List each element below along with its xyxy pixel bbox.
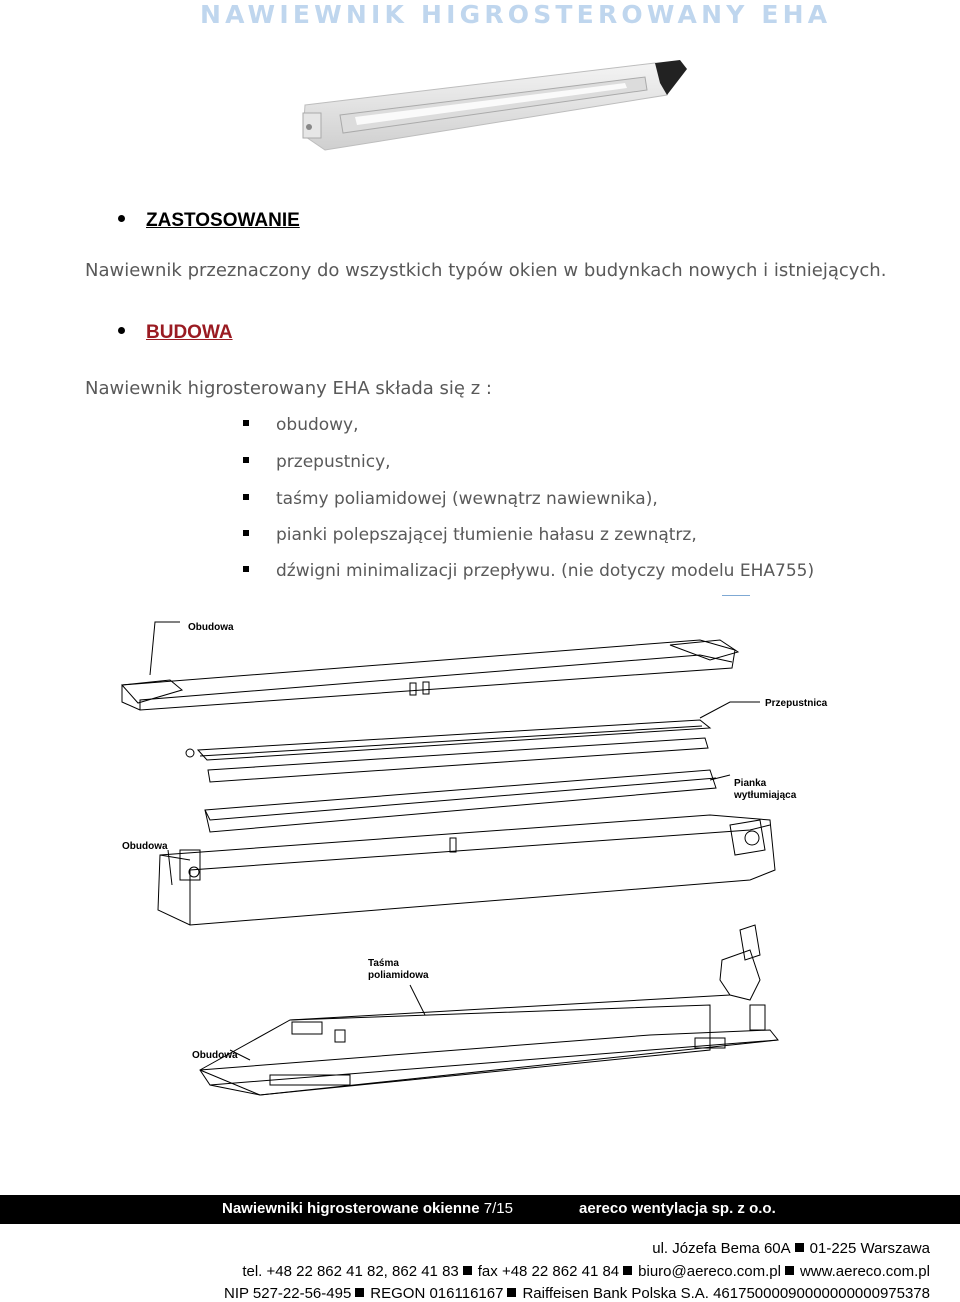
page-number: 7/15	[483, 1200, 513, 1217]
section-budowa-heading: BUDOWA	[118, 322, 233, 344]
list-item: dźwigni minimalizacji przepływu. (nie do…	[243, 561, 814, 581]
separator-square	[794, 1242, 804, 1252]
bullet-dot	[118, 215, 125, 223]
section-zastosowanie-heading: ZASTOSOWANIE	[118, 210, 300, 232]
separator-square	[507, 1287, 517, 1297]
website-link[interactable]: www.aereco.com.pl	[799, 1263, 930, 1280]
footer-bar: Nawiewniki higrosterowane okienne 7/15 a…	[0, 1195, 960, 1224]
exploded-diagram: Obudowa Przepustnica Pianka wytłumiająca…	[120, 621, 828, 1096]
separator-square	[462, 1265, 472, 1275]
bullet-dot	[118, 327, 125, 335]
footer-company: aereco wentylacja sp. z o.o.	[579, 1200, 776, 1217]
separator-square	[784, 1265, 794, 1275]
footer-doc-title: Nawiewniki higrosterowane okienne 7/15	[222, 1200, 513, 1217]
list-item: przepustnicy,	[243, 452, 391, 472]
decorative-line	[722, 595, 750, 596]
zastosowanie-text: Nawiewnik przeznaczony do wszystkich typ…	[85, 260, 887, 281]
page-title: NAWIEWNIK HIGROSTEROWANY EHA	[200, 0, 832, 29]
label-tasma-2: poliamidowa	[368, 970, 429, 981]
list-item: obudowy,	[243, 415, 359, 435]
separator-square	[623, 1265, 633, 1275]
label-przepustnica: Przepustnica	[765, 698, 828, 709]
label-obudowa-bottom: Obudowa	[192, 1050, 238, 1061]
email-link[interactable]: biuro@aereco.com.pl	[638, 1263, 781, 1280]
list-item: taśmy poliamidowej (wewnątrz nawiewnika)…	[243, 489, 658, 509]
list-item: pianki polepszającej tłumienie hałasu z …	[243, 525, 697, 545]
label-pianka-2: wytłumiająca	[733, 790, 797, 801]
budowa-intro: Nawiewnik higrosterowany EHA składa się …	[85, 378, 492, 399]
label-obudowa-mid: Obudowa	[122, 841, 168, 852]
product-photo	[302, 60, 687, 151]
label-obudowa-top: Obudowa	[188, 622, 234, 633]
label-tasma-1: Taśma	[368, 958, 399, 969]
separator-square	[355, 1287, 365, 1297]
label-pianka-1: Pianka	[734, 778, 767, 789]
